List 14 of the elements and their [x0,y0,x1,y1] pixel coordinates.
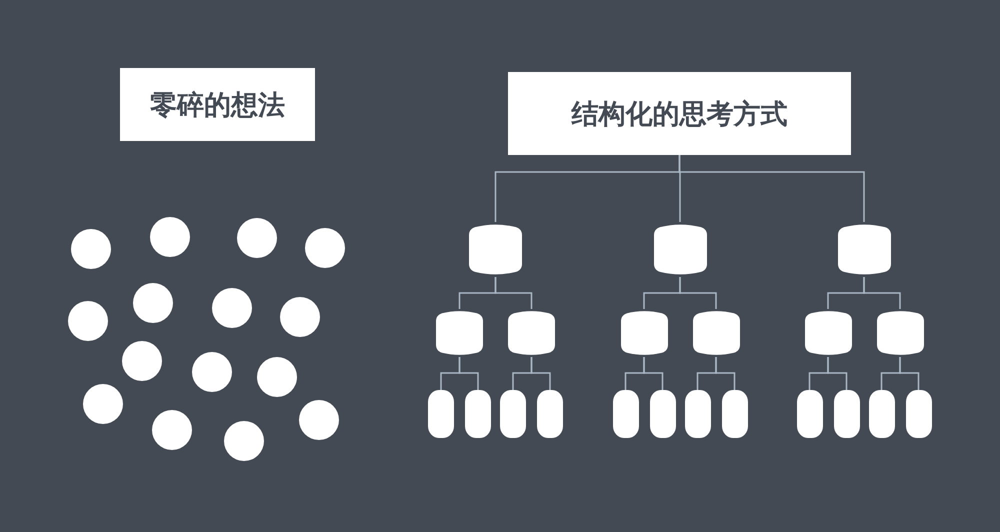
title-text: 结构化的思考方式 [572,98,788,132]
connector-line [679,277,717,309]
connector-line [530,357,551,390]
connector-line [899,357,920,390]
connector-line [715,357,736,390]
title-text: 零碎的想法 [150,88,285,122]
connector-line [643,357,664,390]
connector-line [827,357,848,390]
connector-line [494,277,532,309]
title-box [120,68,315,141]
title-box [508,72,851,155]
connector-line [678,155,865,222]
connector-line [458,357,479,390]
connector-line [863,277,901,309]
